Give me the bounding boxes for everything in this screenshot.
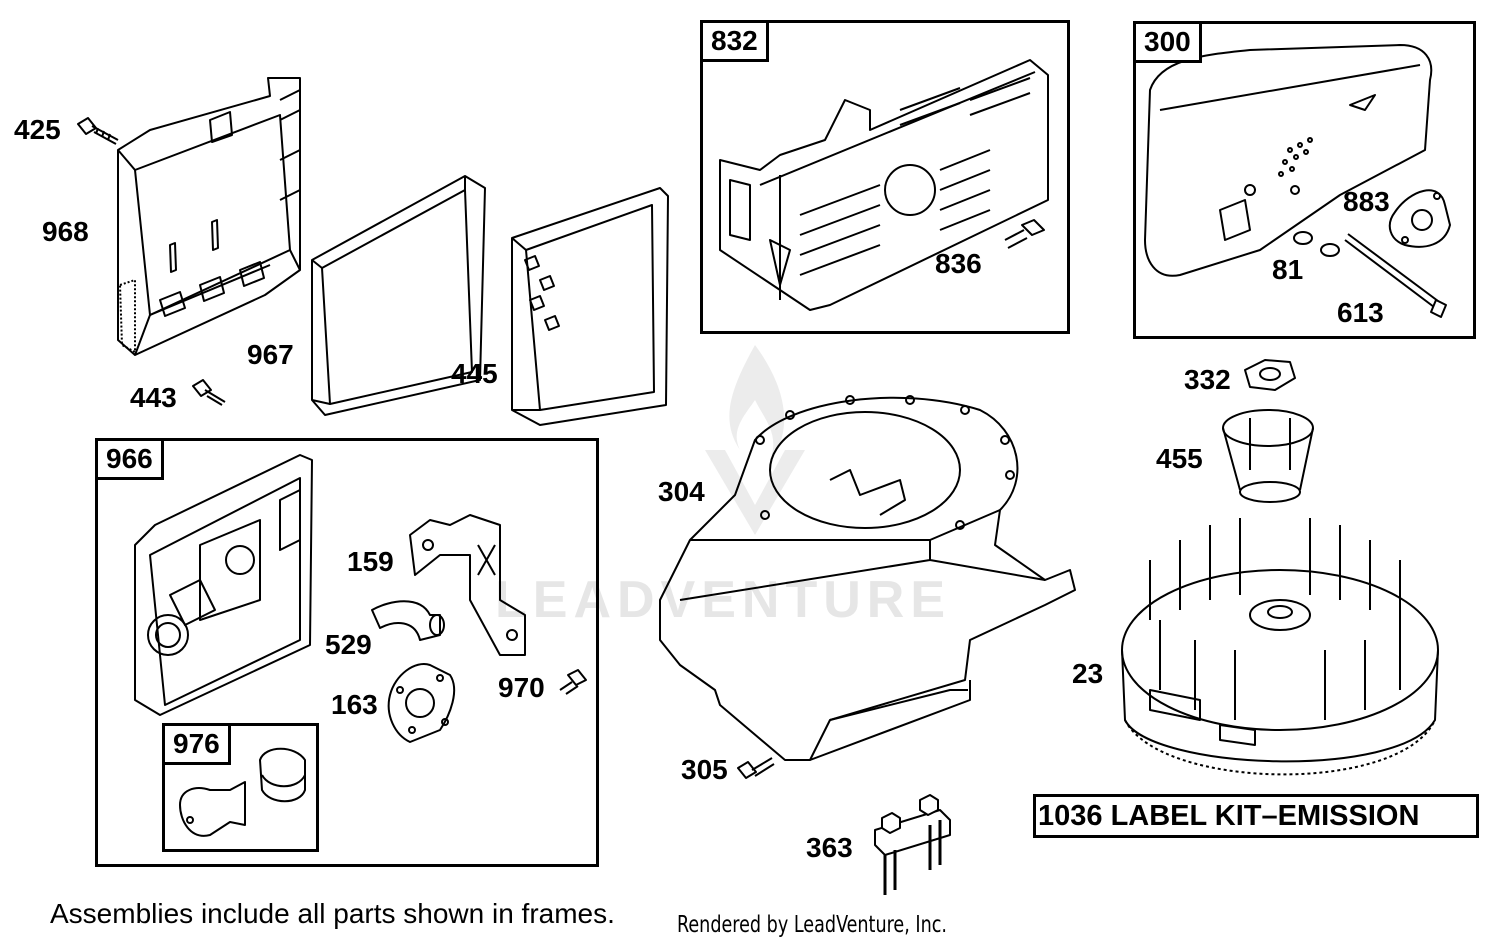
part-number-529: 529 <box>325 629 372 660</box>
frame-966: 966 <box>95 438 599 867</box>
air-cleaner-base-968-icon <box>117 77 301 356</box>
part-number-455: 455 <box>1156 443 1203 474</box>
frame-832: 832 <box>700 20 1070 334</box>
frame-300: 300 <box>1133 21 1476 339</box>
part-number-304: 304 <box>658 476 705 507</box>
muffler-guard-832-icon <box>719 59 1049 311</box>
part-number-967: 967 <box>247 339 294 370</box>
bracket-363-icon <box>874 794 951 895</box>
part-number-305: 305 <box>681 754 728 785</box>
screw-836-icon <box>1004 219 1045 249</box>
primer-bulb-976-icon <box>179 747 306 837</box>
adapter-plate-966-icon <box>134 454 313 716</box>
blower-housing-304-icon <box>659 395 1076 761</box>
screw-443-icon <box>192 379 226 406</box>
watermark-logo-icon <box>705 345 805 535</box>
washer-bolt-81-613-icon <box>1293 231 1447 318</box>
rendered-by-credit: Rendered by LeadVenture, Inc. <box>677 912 947 938</box>
assemblies-footnote: Assemblies include all parts shown in fr… <box>50 898 615 929</box>
part-number-81: 81 <box>1272 254 1304 285</box>
part-number-363: 363 <box>806 832 853 863</box>
bracket-159-icon <box>409 514 526 656</box>
part-number-332: 332 <box>1184 364 1231 395</box>
screw-305-icon <box>737 757 775 779</box>
part-number-425: 425 <box>14 114 61 145</box>
part-number-613: 613 <box>1337 297 1384 328</box>
frame-label-966: 966 <box>95 438 164 480</box>
part-number-445: 445 <box>451 358 498 389</box>
frame-label-832: 832 <box>700 20 769 62</box>
part-number-163: 163 <box>331 689 378 720</box>
gasket-883-icon <box>1388 189 1451 248</box>
nut-332-icon <box>1244 359 1296 391</box>
part-number-159: 159 <box>347 546 394 577</box>
part-number-970: 970 <box>498 672 545 703</box>
part-number-883: 883 <box>1343 186 1390 217</box>
pre-cleaner-445-icon <box>511 187 669 426</box>
screw-425-icon <box>77 117 119 145</box>
frame-label-300: 300 <box>1133 21 1202 63</box>
gasket-163-icon <box>387 663 456 743</box>
part-number-836: 836 <box>935 248 982 279</box>
part-number-968: 968 <box>42 216 89 247</box>
air-filter-967-icon <box>311 175 486 416</box>
part-number-23: 23 <box>1072 658 1104 689</box>
label-kit-emission: 1036 LABEL KIT–EMISSION <box>1033 794 1479 838</box>
screw-970-icon <box>559 669 587 695</box>
starter-cup-455-icon <box>1222 409 1314 503</box>
watermark-text: LEADVENTURE <box>495 571 952 629</box>
flywheel-23-icon <box>1121 518 1439 776</box>
frame-976: 976 <box>162 723 319 852</box>
frame-label-976: 976 <box>162 723 231 765</box>
part-number-443: 443 <box>130 382 177 413</box>
elbow-529-icon <box>371 600 445 641</box>
